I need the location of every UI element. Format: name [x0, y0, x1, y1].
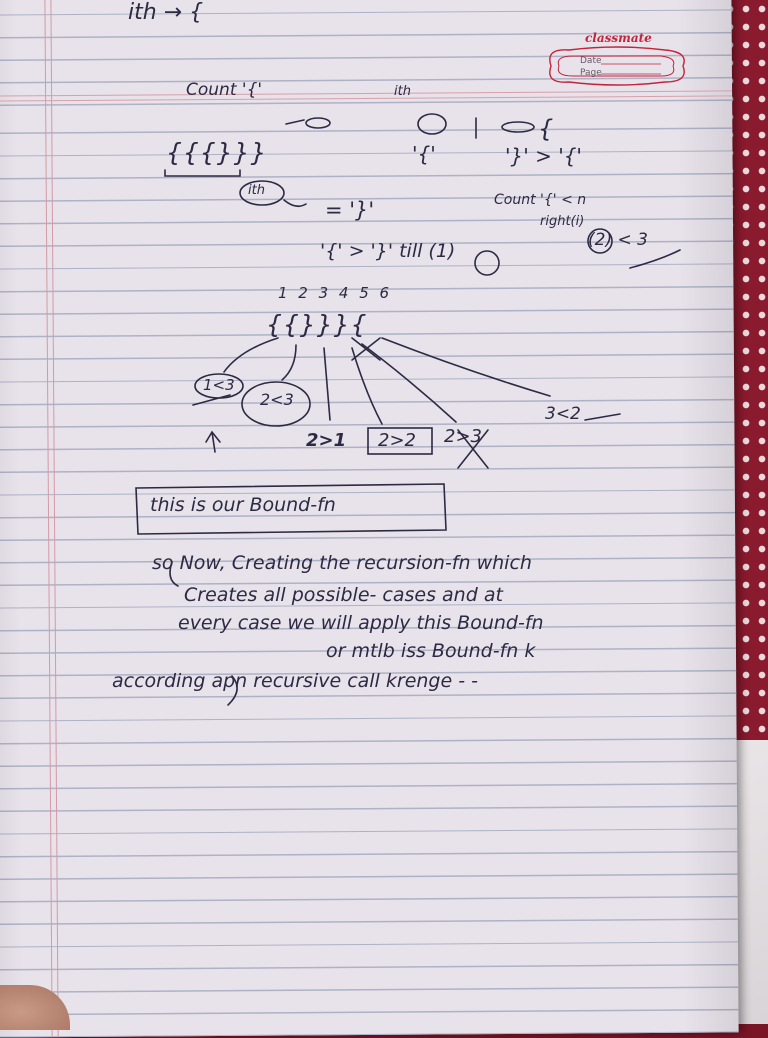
- paragraph-line-5: according apn recursive call krenge - -: [112, 670, 478, 692]
- date-field-label: Date: [580, 56, 602, 66]
- paragraph-line-3: every case we will apply this Bound-fn: [178, 612, 544, 634]
- classmate-badge: [549, 46, 685, 86]
- paragraph-line-4: or mtlb iss Bound-fn k: [326, 640, 536, 662]
- bracket-string-1: {{{}}}: [166, 138, 268, 167]
- compare-box-1: 2>1: [306, 430, 347, 451]
- case-note-1: 1<3: [203, 376, 235, 394]
- compare-box-2: 2>2: [378, 430, 416, 451]
- case-note-3: 3<2: [545, 404, 581, 424]
- count-condition-note: Count '{' < n: [494, 192, 587, 208]
- count-note: Count '{': [186, 80, 263, 100]
- compare-note-2: '{' > '}' till (1): [320, 240, 456, 262]
- ith-circle-label: ith: [248, 183, 265, 198]
- compare-box-3: 2>3: [444, 426, 482, 447]
- equals-close-note: = '}': [325, 198, 375, 222]
- page-field-label: Page: [580, 68, 602, 78]
- hint-compare-note: (2) < 3: [588, 230, 648, 250]
- bracket-string-2: {{}}}{: [266, 310, 368, 339]
- ith-mark: ith: [394, 84, 411, 99]
- open-quote-note: '{': [412, 142, 436, 166]
- compare-note-1: '}' > '{': [505, 144, 582, 168]
- bound-function-box-label: this is our Bound-fn: [150, 494, 336, 516]
- paragraph-line-2: Creates all possible- cases and at: [184, 584, 503, 606]
- paragraph-line-1: so Now, Creating the recursion-fn which: [152, 552, 532, 574]
- case-note-2: 2<3: [260, 390, 294, 409]
- top-note: ith → {: [128, 0, 204, 25]
- brand-logo-text: classmate: [585, 31, 652, 45]
- index-row: 1 2 3 4 5 6: [278, 284, 393, 302]
- right-open-brace: {: [538, 115, 554, 143]
- hint-note: right(i): [540, 214, 585, 229]
